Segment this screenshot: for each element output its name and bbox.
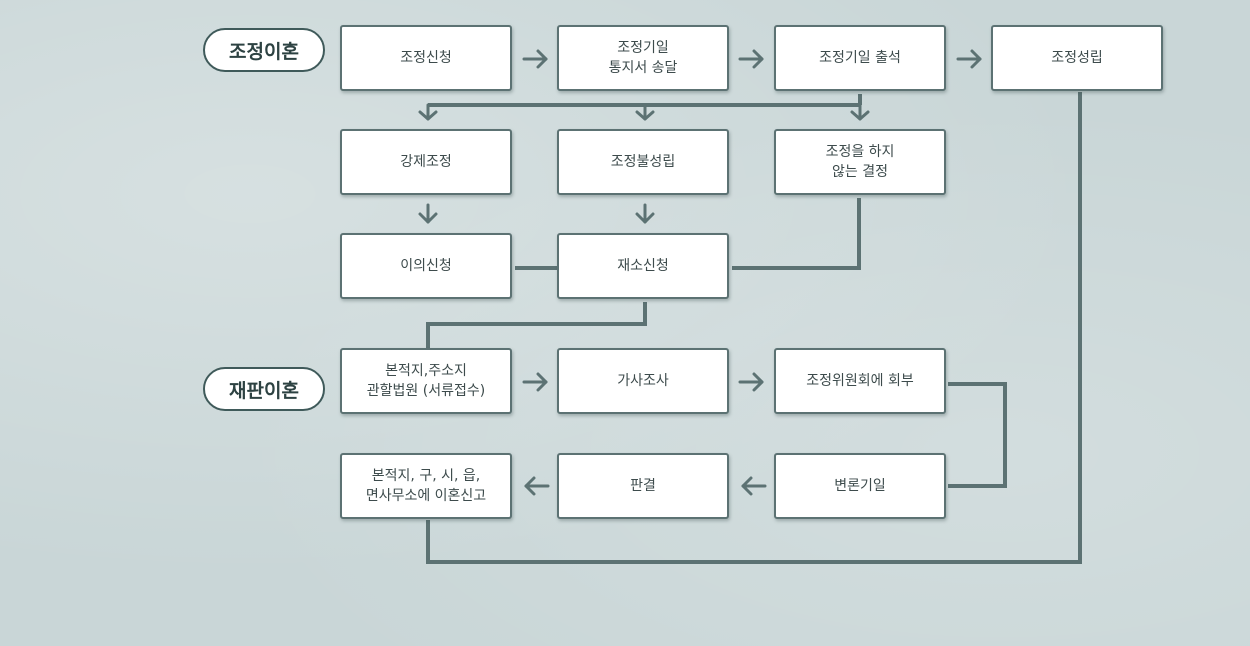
arrow-down-icon: [635, 203, 655, 224]
step-mediation-committee-referral: 조정위원회에 회부: [774, 348, 946, 414]
step-divorce-report: 본적지, 구, 시, 읍, 면사무소에 이혼신고: [340, 453, 512, 519]
arrow-down-icon: [635, 103, 655, 121]
step-mediation-failure: 조정불성립: [557, 129, 729, 195]
step-family-investigation: 가사조사: [557, 348, 729, 414]
arrow-right-icon: [522, 49, 548, 69]
connector-no-mediation-to-filing: [732, 198, 861, 270]
section-label-mediation-divorce: 조정이혼: [203, 28, 325, 72]
step-mediation-date-notice: 조정기일 통지서 송달: [557, 25, 729, 91]
arrow-down-icon: [418, 103, 438, 121]
arrow-left-icon: [741, 476, 767, 496]
connector-committee-to-hearing: [948, 382, 1007, 488]
step-objection-application: 이의신청: [340, 233, 512, 299]
arrow-down-icon: [850, 103, 870, 121]
arrow-left-icon: [524, 476, 550, 496]
connector-filing-to-court: [426, 302, 647, 348]
arrow-right-icon: [522, 372, 548, 392]
step-no-mediation-decision: 조정을 하지 않는 결정: [774, 129, 946, 195]
section-label-trial-divorce: 재판이혼: [203, 367, 325, 411]
connector-attendance-branch: [428, 94, 862, 107]
step-mediation-success: 조정성립: [991, 25, 1163, 91]
arrow-right-icon: [738, 49, 764, 69]
step-court-filing: 본적지,주소지 관할법원 (서류접수): [340, 348, 512, 414]
step-mediation-date-attendance: 조정기일 출석: [774, 25, 946, 91]
arrow-right-icon: [956, 49, 982, 69]
step-hearing-date: 변론기일: [774, 453, 946, 519]
step-judgment: 판결: [557, 453, 729, 519]
arrow-right-icon: [738, 372, 764, 392]
step-mediation-application: 조정신청: [340, 25, 512, 91]
step-compulsory-mediation: 강제조정: [340, 129, 512, 195]
arrow-down-icon: [418, 203, 438, 224]
step-lawsuit-filing: 재소신청: [557, 233, 729, 299]
connector-success-to-report: [426, 92, 1082, 564]
